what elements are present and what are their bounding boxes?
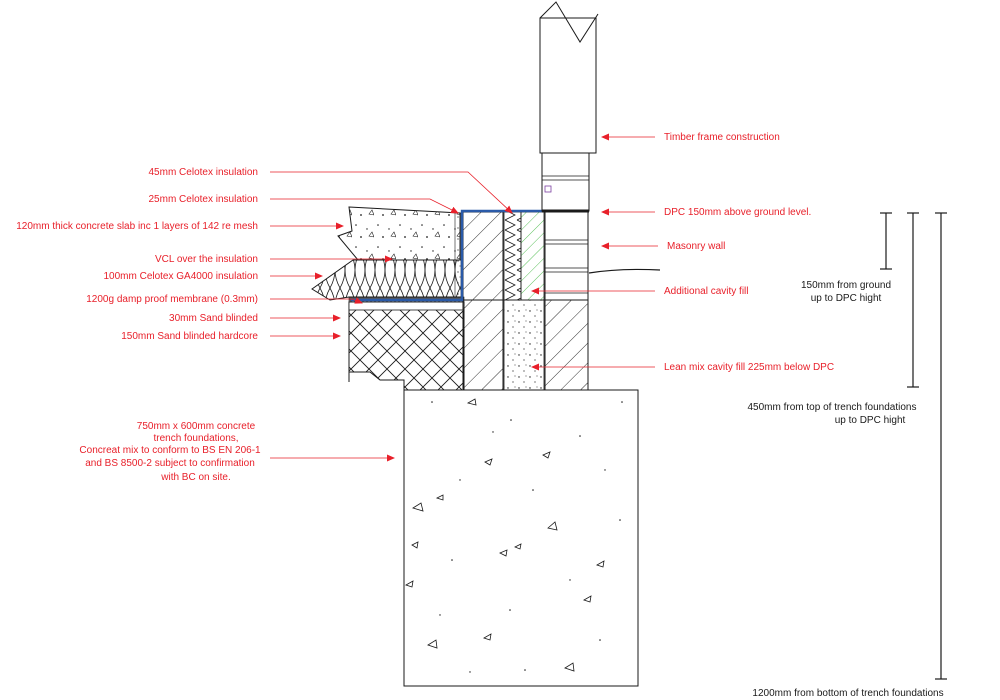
annotation-sand30: 30mm Sand blinded [169, 313, 341, 324]
annotation-membrane: 1200g damp proof membrane (0.3mm) [86, 294, 363, 305]
annotation-timber: Timber frame construction [601, 132, 780, 143]
annotation-vcl: VCL over the insulation [155, 254, 393, 265]
svg-text:1200g damp proof membrane (0.3: 1200g damp proof membrane (0.3mm) [86, 294, 258, 305]
lean-mix-cavity-fill [503, 299, 545, 391]
annotation-hardcore: 150mm Sand blinded hardcore [121, 331, 341, 342]
floor-insulation-100mm [311, 259, 463, 301]
svg-text:Lean mix cavity fill 225mm bel: Lean mix cavity fill 225mm below DPC [664, 362, 834, 373]
perimeter-insulation-25mm [454, 212, 462, 298]
dimension-450mm: 450mm from top of trench foundations up … [748, 212, 919, 426]
svg-text:Masonry wall: Masonry wall [667, 241, 725, 252]
svg-text:Concreat mix to conform to BS: Concreat mix to conform to BS EN 206-1 [79, 445, 261, 456]
svg-text:25mm Celotex insulation: 25mm Celotex insulation [149, 194, 259, 205]
svg-text:trench foundations,: trench foundations, [153, 433, 238, 444]
annotation-dpc: DPC 150mm above ground level. [601, 207, 811, 218]
svg-text:1200mm from bottom of trench: 1200mm from bottom of trench foundations [752, 688, 943, 699]
cavity-fill-green [520, 211, 545, 301]
svg-text:120mm thick concrete slab inc: 120mm thick concrete slab inc 1 layers o… [16, 221, 258, 232]
svg-text:45mm Celotex insulation: 45mm Celotex insulation [149, 167, 259, 178]
svg-text:150mm from ground: 150mm from ground [801, 280, 891, 291]
svg-text:Timber frame construction: Timber frame construction [664, 132, 780, 143]
sand-blinding-layer [348, 301, 465, 311]
trench-foundation [403, 389, 639, 687]
concrete-slab [337, 206, 461, 261]
svg-text:750mm x 600mm concrete: 750mm x 600mm concrete [137, 421, 256, 432]
annotation-slab: 120mm thick concrete slab inc 1 layers o… [16, 221, 344, 232]
cavity-insulation-45mm [503, 211, 522, 301]
annotation-celotex100: 100mm Celotex GA4000 insulation [103, 271, 323, 282]
svg-text:30mm Sand blinded: 30mm Sand blinded [169, 313, 258, 324]
svg-text:up to DPC hight: up to DPC hight [835, 415, 906, 426]
timber-frame-wall [539, 1, 599, 212]
ground-line [588, 268, 661, 274]
annotation-foundation: 750mm x 600mm concrete trench foundation… [79, 421, 395, 483]
dimension-150mm: 150mm from ground up to DPC hight [801, 212, 892, 304]
dimension-1200mm: 1200mm from bottom of trench foundations [752, 212, 947, 699]
annotation-cavity-fill: Additional cavity fill [531, 286, 748, 297]
annotation-celotex25: 25mm Celotex insulation [149, 194, 459, 214]
annotation-celotex45: 45mm Celotex insulation [149, 167, 513, 214]
annotation-lean-mix: Lean mix cavity fill 225mm below DPC [531, 362, 834, 373]
svg-text:100mm Celotex GA4000 insulatio: 100mm Celotex GA4000 insulation [103, 271, 258, 282]
svg-text:DPC 150mm above ground level.: DPC 150mm above ground level. [664, 207, 811, 218]
svg-text:up to DPC hight: up to DPC hight [811, 293, 882, 304]
svg-text:with BC on site.: with BC on site. [160, 472, 230, 483]
outer-leaf-brickwork [544, 211, 589, 391]
svg-text:150mm Sand blinded hardcore: 150mm Sand blinded hardcore [121, 331, 258, 342]
inner-leaf-blockwork [462, 211, 504, 391]
svg-text:VCL over the insulation: VCL over the insulation [155, 254, 258, 265]
svg-text:450mm from top of trench found: 450mm from top of trench foundations [748, 402, 917, 413]
hardcore-layer [348, 301, 465, 391]
annotation-masonry: Masonry wall [601, 241, 725, 252]
svg-text:and BS 8500-2 subject to confi: and BS 8500-2 subject to confirmation [85, 458, 255, 469]
dpc-membrane-wrap [351, 209, 545, 302]
svg-text:Additional cavity fill: Additional cavity fill [664, 286, 748, 297]
